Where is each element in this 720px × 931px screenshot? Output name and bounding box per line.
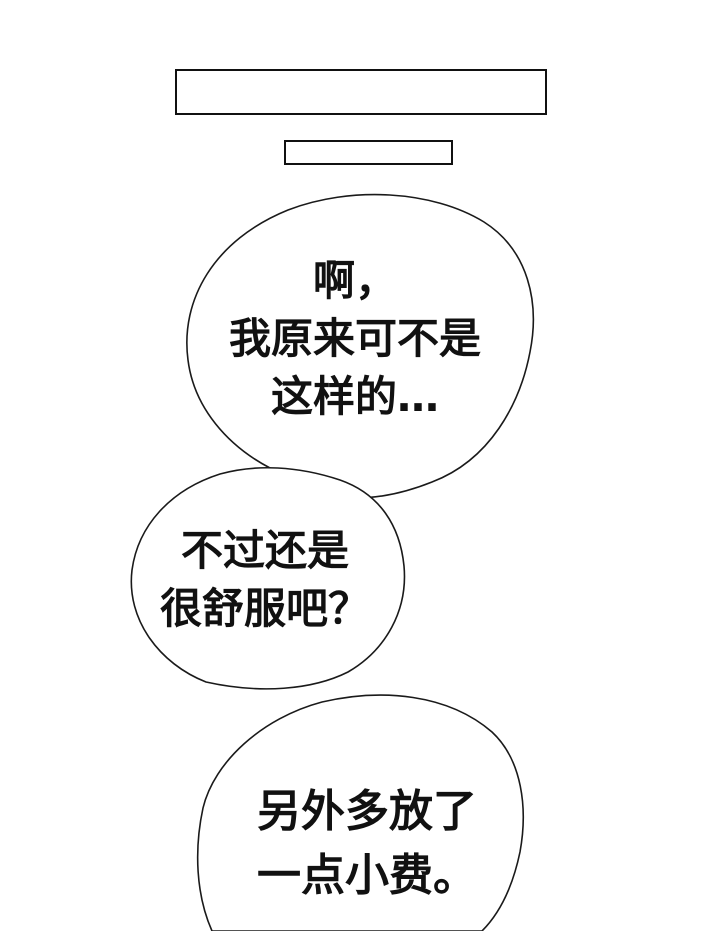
bubble-3-line-2: 一点小费。	[257, 850, 477, 901]
bubble-1-line-3: 这样的…	[270, 372, 439, 421]
redacted-subtitle-block	[284, 140, 453, 165]
bubble-3-line-1: 另外多放了	[257, 786, 477, 837]
speech-bubble-3	[196, 694, 525, 931]
speech-bubble-1	[186, 193, 535, 499]
redacted-title-block	[175, 69, 547, 115]
bubble-2-line-1: 不过还是	[180, 526, 349, 575]
bubble-1-line-1: 啊，	[312, 256, 397, 305]
bubble-3-text: 另外多放了 一点小费。	[222, 780, 512, 908]
bubble-1-text: 啊， 我原来可不是 这样的…	[200, 252, 510, 426]
bubble-2-text: 不过还是 很舒服吧？	[140, 522, 390, 638]
bubble-2-line-2: 很舒服吧？	[159, 584, 370, 633]
bubble-1-line-2: 我原来可不是	[228, 314, 481, 363]
speech-bubble-2	[130, 466, 406, 690]
